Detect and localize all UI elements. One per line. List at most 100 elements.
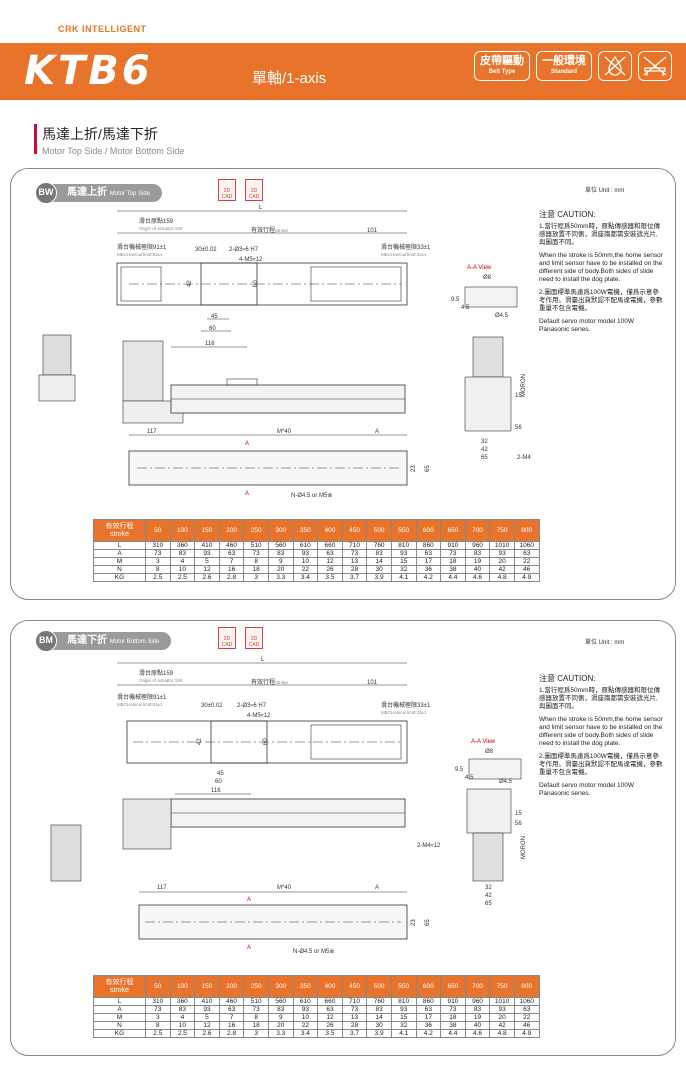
table-cell: 510	[243, 997, 269, 1006]
cad-2d-button[interactable]: 2D CAD	[218, 627, 236, 649]
dim-9-5: 9.5	[451, 297, 460, 303]
section-a-marker-bottom: A	[247, 945, 251, 951]
origin-label-en: Origin of actuator:159	[139, 226, 183, 231]
row-label: A	[93, 1005, 146, 1014]
table-cell: 22	[292, 565, 319, 574]
dim-65-vertical: 65	[425, 919, 431, 926]
table-cell: 560	[267, 541, 294, 550]
table-cell: 46	[513, 565, 540, 574]
panel-title-pill: BW 馬達上折 Motor Top Side	[35, 182, 163, 204]
dim-23: 23	[411, 919, 417, 926]
table-cell: 5	[194, 557, 220, 566]
table-cell: 63	[513, 1005, 540, 1014]
table-cell: 12	[317, 1013, 343, 1022]
table-cell: 8	[145, 1021, 171, 1030]
table-cell: 12	[194, 565, 220, 574]
table-cell: 2.5	[145, 1029, 171, 1038]
table-cell: 12	[317, 557, 343, 566]
motor-bottom-drawing: L 滑台原點159 Origin of actuator:159 有效行程 St…	[50, 657, 527, 955]
table-cell: 17	[415, 557, 442, 566]
table-cell: 93	[489, 1005, 515, 1014]
table-cell: 710	[341, 541, 368, 550]
mech-limit-33-en: MBCHanical limit:33±1	[381, 252, 427, 257]
panel-title-zh: 馬達上折	[67, 187, 107, 198]
table-cell: 4.6	[464, 1029, 491, 1038]
table-cell: 2.5	[169, 1029, 196, 1038]
table-cell: 13	[341, 1013, 368, 1022]
table-cell: 93	[292, 1005, 319, 1014]
table-cell: 10	[169, 565, 196, 574]
table-cell: 3.9	[366, 1029, 392, 1038]
dim-4-5: 4.5	[461, 305, 470, 311]
table-cell: 4	[169, 557, 196, 566]
table-cell: 310	[145, 541, 171, 550]
table-cell: 18	[440, 1013, 466, 1022]
dim-a: A	[375, 885, 379, 891]
section-a-marker-bottom: A	[245, 491, 249, 497]
table-cell: 18	[243, 565, 269, 574]
table-cell: 36	[415, 565, 442, 574]
cad-3d-button[interactable]: 3D CAD	[245, 179, 263, 201]
dim-m40: M*40	[277, 885, 292, 891]
section-a-marker: A	[247, 897, 251, 903]
panel-motor-top: BW 馬達上折 Motor Top Side 2D CAD 3D CAD 單位 …	[10, 168, 676, 600]
row-label: KG	[93, 1029, 146, 1038]
table-cell: 1010	[489, 997, 515, 1006]
table-cell: 3.5	[317, 573, 343, 582]
table-cell: 9	[267, 557, 294, 566]
table-cell: 73	[145, 1005, 171, 1014]
unit-label: 單位 Unit : mm	[585, 640, 625, 646]
dim-d45: Ø4.5	[499, 779, 513, 785]
table-cell: 83	[169, 549, 196, 558]
table-cell: 860	[415, 997, 442, 1006]
holes-label: N-Ø4.5 or M5※	[291, 492, 332, 499]
row-label: KG	[93, 573, 146, 582]
table-cell: 73	[145, 549, 171, 558]
mech-limit-91: 滑台機械極限91±1	[117, 693, 167, 701]
table-cell: 3.5	[317, 1029, 343, 1038]
table-cell: 19	[464, 557, 491, 566]
table-cell: 8	[243, 557, 269, 566]
dim-m4: 2-M4▿12	[417, 843, 441, 849]
dim-60-vertical: 60	[253, 280, 259, 287]
table-cell: 36	[415, 1021, 442, 1030]
table-cell: 19	[464, 1013, 491, 1022]
table-cell: 660	[317, 997, 343, 1006]
dim-m5: 4-M5▿12	[239, 257, 263, 263]
cad-2d-button[interactable]: 2D CAD	[218, 179, 236, 201]
dim-116: 116	[211, 788, 221, 794]
stroke-label: 有效行程	[251, 226, 275, 234]
table-cell: 710	[341, 997, 368, 1006]
dim-15: 15	[515, 811, 522, 817]
table-cell: 610	[292, 997, 319, 1006]
table-cell: 83	[464, 549, 491, 558]
table-cell: 20	[489, 557, 515, 566]
row-label: A	[93, 549, 146, 558]
table-cell: 7	[218, 1013, 245, 1022]
cad-3d-button[interactable]: 3D CAD	[245, 627, 263, 649]
row-label: M	[93, 1013, 146, 1022]
axis-label: 單軸/1-axis	[252, 70, 327, 87]
table-cell: 3.4	[292, 1029, 319, 1038]
mech-limit-91-en: MBCHanical limit:91±1	[117, 702, 163, 707]
table-cell: 46	[513, 1021, 540, 1030]
dim-60: 60	[209, 326, 216, 332]
table-cell: 83	[464, 1005, 491, 1014]
dim-d8: Ø8	[483, 275, 492, 281]
dim-60: 60	[215, 779, 222, 785]
origin-label-en: Origin of actuator:159	[139, 678, 183, 683]
table-cell: 30	[366, 1021, 392, 1030]
no-bench-icon	[638, 51, 672, 81]
table-cell: 42	[489, 565, 515, 574]
table-cell: 93	[489, 549, 515, 558]
dim-30: 30±0.02	[195, 247, 217, 253]
moron-label: MORON	[521, 374, 527, 397]
table-cell: 73	[440, 549, 466, 558]
table-cell: 4.6	[464, 573, 491, 582]
table-cell: 4.2	[415, 1029, 442, 1038]
dim-117: 117	[147, 429, 157, 435]
table-cell: 2.5	[145, 573, 171, 582]
